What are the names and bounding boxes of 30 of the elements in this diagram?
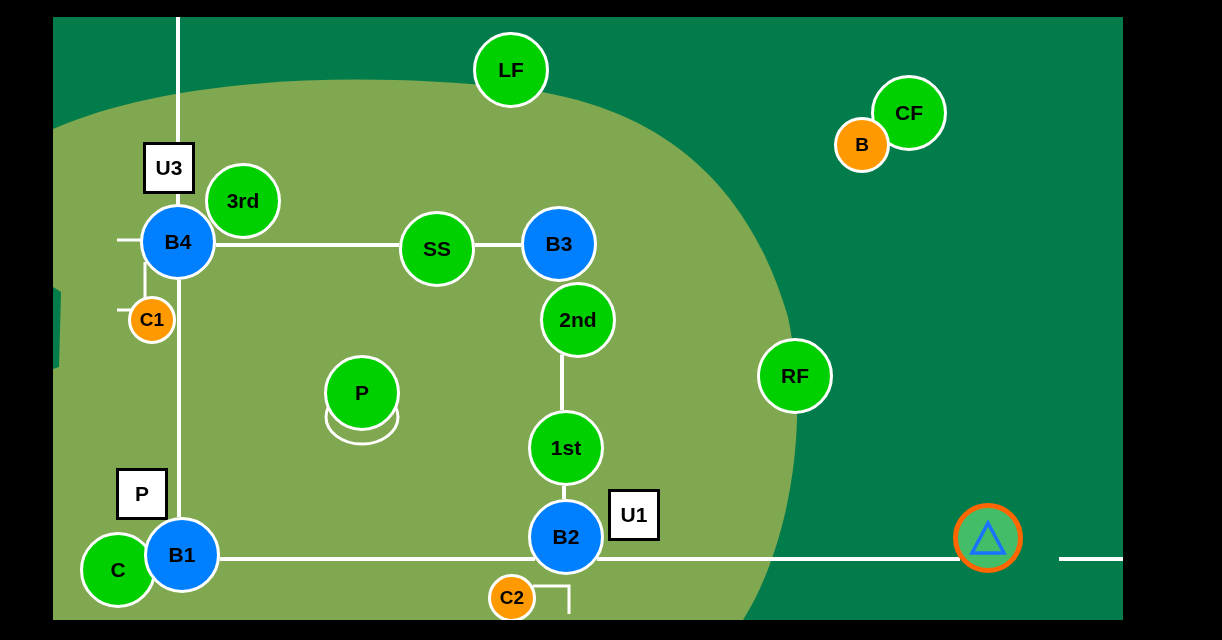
marker-label: P [135, 482, 149, 506]
marker-label: C1 [139, 309, 165, 331]
marker-label: B [855, 134, 869, 156]
batter-marker [834, 117, 890, 173]
umpire-marker [143, 142, 195, 194]
marker-label: CF [895, 101, 923, 125]
base-path-line [597, 557, 960, 561]
marker-label: P [355, 381, 369, 405]
umpire-marker [608, 489, 660, 541]
base-path-line [177, 280, 181, 518]
marker-label: U1 [620, 503, 648, 527]
base-path-line [474, 243, 521, 247]
base-path-line [215, 243, 400, 247]
marker-label: 2nd [559, 308, 597, 332]
marker-label: B4 [164, 230, 192, 254]
umpire-marker [116, 468, 168, 520]
marker-label: RF [781, 364, 809, 388]
base-path-line [219, 557, 535, 561]
marker-label: C [110, 558, 126, 582]
base-path-line [562, 485, 566, 500]
marker-label: SS [423, 237, 451, 261]
marker-label: LF [498, 58, 524, 82]
marker-label: 1st [550, 436, 582, 460]
marker-label: C2 [499, 587, 525, 609]
marker-label: B2 [552, 525, 580, 549]
marker-label: B3 [545, 232, 573, 256]
marker-label: 3rd [226, 189, 260, 213]
marker-label: U3 [155, 156, 183, 180]
marker-label: B1 [168, 543, 196, 567]
base-path-line [560, 354, 564, 411]
